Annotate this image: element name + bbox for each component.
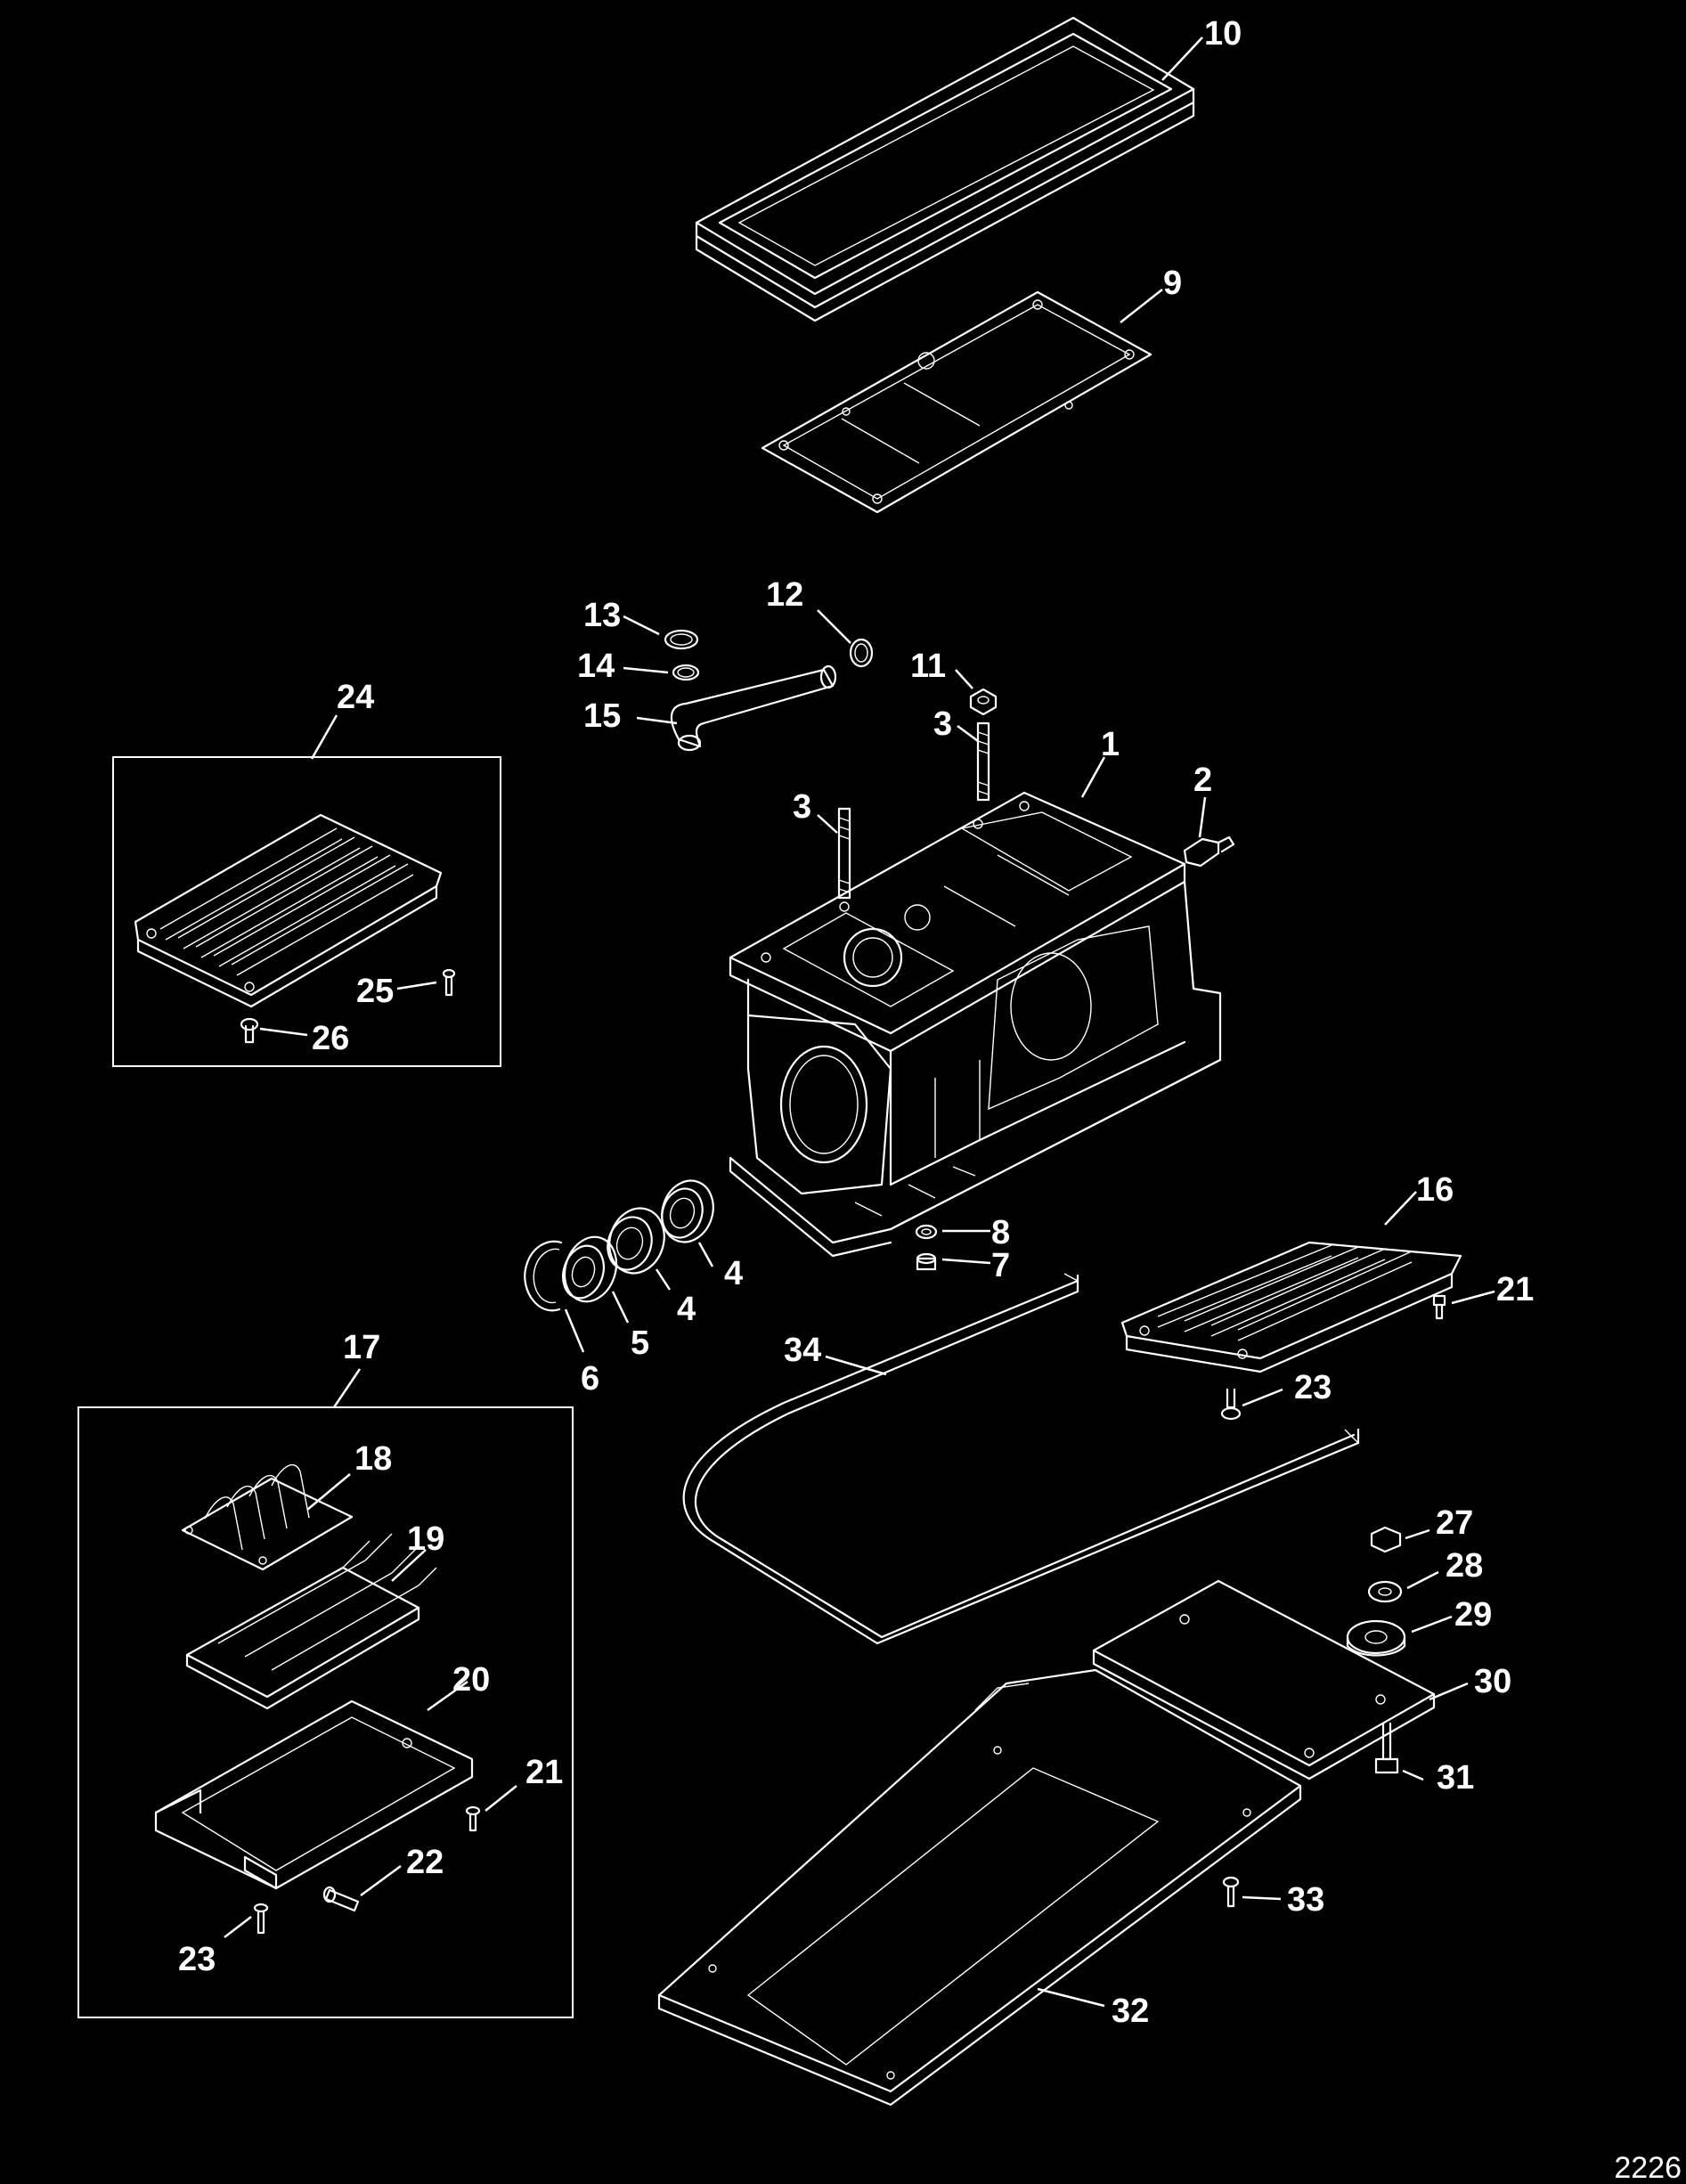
callout-3-upper: 3 (933, 705, 952, 743)
callout-4-right: 4 (724, 1255, 743, 1292)
part-5-bearing (562, 1235, 618, 1303)
part-7-plug (916, 1252, 937, 1271)
part-23-screw-upper (1220, 1388, 1242, 1421)
leader-lines (224, 37, 1495, 2008)
callout-2: 2 (1193, 762, 1212, 799)
part-30-plate (1092, 1579, 1436, 1781)
callout-34: 34 (784, 1332, 821, 1369)
part-21-screw-lower (465, 1805, 481, 1832)
callout-17: 17 (343, 1329, 380, 1366)
part-15-hose (670, 664, 837, 752)
part-18-spring-plate (181, 1464, 354, 1571)
part-24-inset-box (112, 756, 501, 1067)
part-14-o-ring (672, 664, 700, 681)
callout-7: 7 (991, 1247, 1010, 1284)
part-6-snap-ring (524, 1240, 563, 1312)
callout-23-lower: 23 (178, 1941, 216, 1978)
callout-4-left: 4 (677, 1291, 696, 1328)
callout-29: 29 (1454, 1596, 1492, 1634)
callout-3-lower: 3 (793, 788, 811, 826)
part-13-o-ring (664, 629, 699, 650)
callout-13: 13 (583, 597, 621, 634)
part-32-base-plate (657, 1668, 1302, 2107)
part-27-nut (1370, 1526, 1402, 1553)
callout-21-upper: 21 (1496, 1271, 1534, 1308)
part-16-grate (1120, 1241, 1462, 1373)
part-21-screw-upper (1432, 1294, 1446, 1320)
part-20-frame (154, 1699, 474, 1890)
figure-number: 2226 (1614, 2151, 1682, 2184)
part-24-grate (134, 813, 443, 1008)
callout-11: 11 (910, 648, 946, 685)
callout-12: 12 (766, 576, 803, 614)
callout-16: 16 (1416, 1171, 1454, 1209)
part-4-seal-lower (607, 1207, 665, 1275)
part-3-stud-upper (976, 721, 990, 802)
part-19-grate-bars (185, 1533, 437, 1710)
callout-28: 28 (1446, 1547, 1483, 1585)
callout-5: 5 (631, 1324, 649, 1362)
callout-1: 1 (1101, 726, 1120, 763)
callout-20: 20 (452, 1661, 490, 1699)
callout-labels: 10 9 13 12 14 11 15 3 1 24 3 2 25 26 16 … (178, 15, 1534, 2030)
callout-33: 33 (1287, 1881, 1324, 1919)
callout-14: 14 (577, 648, 615, 685)
callout-31: 31 (1437, 1759, 1474, 1797)
part-10-gasket-frame (695, 16, 1195, 322)
callout-15: 15 (583, 697, 621, 735)
part-34-seal-strip (682, 1273, 1360, 1645)
callout-8: 8 (991, 1214, 1010, 1251)
part-31-bolt (1374, 1722, 1399, 1774)
callout-9: 9 (1163, 265, 1182, 302)
callout-25: 25 (356, 973, 394, 1010)
part-22-pin (322, 1886, 360, 1912)
part-1-housing (729, 791, 1222, 1258)
part-17-inset-box (77, 1406, 574, 2018)
part-26-screw (240, 1017, 259, 1044)
callout-22: 22 (406, 1844, 444, 1881)
part-33-screw (1222, 1876, 1240, 1908)
callout-26: 26 (312, 1020, 349, 1057)
callout-18: 18 (354, 1440, 392, 1478)
callout-24: 24 (337, 679, 374, 716)
part-8-washer (915, 1224, 938, 1240)
part-28-washer (1367, 1580, 1403, 1603)
part-3-stud-lower (837, 807, 851, 900)
part-11-nut (969, 688, 998, 716)
part-12-o-ring (849, 638, 874, 668)
callout-23-upper: 23 (1294, 1369, 1332, 1406)
callout-6: 6 (581, 1360, 599, 1398)
callout-32: 32 (1112, 1992, 1149, 2030)
part-9-gasket (761, 290, 1153, 514)
callout-30: 30 (1474, 1663, 1511, 1700)
part-25-screw (442, 968, 456, 997)
callout-10: 10 (1204, 15, 1242, 53)
part-2-fitting (1183, 835, 1235, 868)
callout-19: 19 (407, 1520, 444, 1558)
part-4-seal-upper (661, 1179, 714, 1243)
part-23-screw-lower (253, 1903, 269, 1935)
part-29-spacer (1346, 1619, 1406, 1657)
callout-21-lower: 21 (525, 1754, 563, 1791)
callout-27: 27 (1436, 1504, 1473, 1542)
